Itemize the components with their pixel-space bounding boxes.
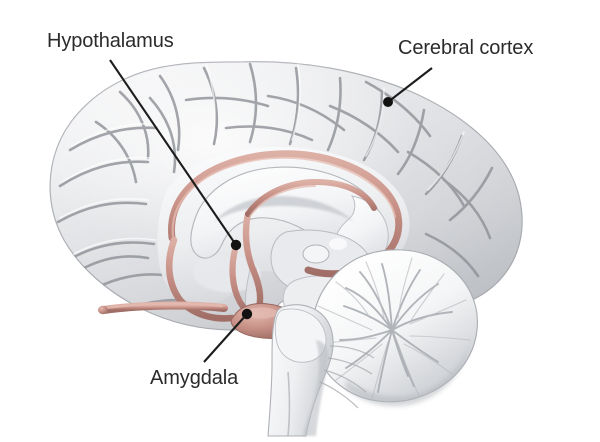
olfactory-tract-highlight [104, 302, 224, 310]
olfactory-bulb [98, 305, 108, 315]
leader-line-cerebral-cortex [387, 67, 433, 103]
massa-intermedia [302, 244, 330, 264]
fornix-tract [242, 210, 264, 314]
leader-lines-group [109, 59, 433, 363]
sulci-highlight-group [59, 63, 465, 255]
fornix-highlight [249, 185, 316, 217]
label-hypothalamus: Hypothalamus [47, 30, 174, 52]
medulla-stripe [287, 371, 291, 437]
uncinate-tract [165, 236, 236, 322]
pons-bulge [274, 308, 327, 363]
cerebellum-group [311, 249, 479, 407]
peduncle-striations [319, 345, 375, 409]
leader-dot-hypothalamus [230, 239, 242, 251]
brainstem-group [267, 304, 375, 437]
label-amygdala: Amygdala [150, 367, 239, 389]
fornix-body [245, 178, 377, 217]
leader-dot-amygdala [241, 308, 253, 320]
thalamic-highlight [329, 238, 347, 250]
label-cerebral-cortex: Cerebral cortex [398, 37, 534, 59]
olfactory-tract [99, 301, 228, 314]
subcallosal-area [193, 256, 261, 293]
leader-dot-cerebral-cortex [383, 97, 393, 107]
cerebellum-folia-fine [315, 257, 471, 399]
cerebellum-inferior-shade [346, 338, 472, 407]
leader-line-amygdala [203, 313, 248, 363]
cerebellum-folia [339, 263, 453, 393]
amygdala-highlight [246, 307, 278, 319]
septum-pellucidum [214, 196, 354, 222]
cingulate-tract-highlight [171, 156, 397, 238]
leader-line-hypothalamus [109, 59, 237, 246]
brainstem-shadow [303, 340, 329, 436]
